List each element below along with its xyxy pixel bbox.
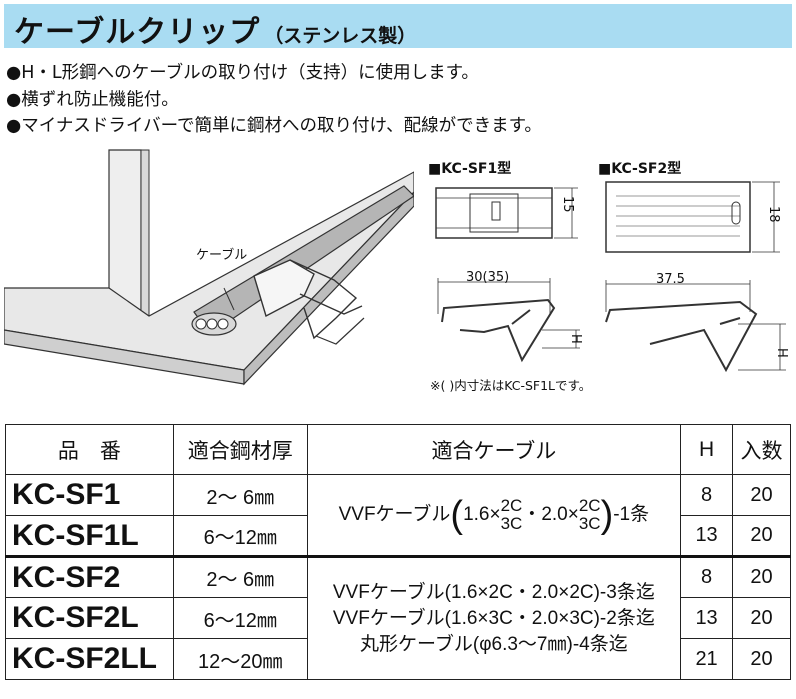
sf1-height-label: 15 — [560, 196, 575, 213]
qty-cell: 20 — [732, 555, 791, 598]
feature-item: ●マイナスドライバーで簡単に鋼材への取り付け、配線ができます。 — [6, 116, 542, 136]
h-cell: 13 — [680, 515, 734, 557]
table-row: KC-SF1L 6～12㎜ 13 20 — [5, 515, 791, 557]
sf1-width-label: 30(35) — [466, 270, 510, 285]
h-cell: 8 — [680, 474, 734, 516]
model-cell: KC-SF2L — [5, 597, 174, 639]
table-row: KC-SF2 2～ 6㎜ VVFケーブル(1.6×2C・2.0×2C)-3条迄 … — [5, 555, 791, 680]
model-cell: KC-SF1 — [5, 474, 174, 516]
h-cell: 13 — [680, 597, 734, 639]
feature-item: ●H・L形鋼へのケーブルの取り付け（支持）に使用します。 — [6, 63, 479, 83]
feature-item: ●横ずれ防止機能付。 — [6, 89, 179, 110]
header-h: H — [680, 424, 734, 475]
sf2-width-label: 37.5 — [656, 272, 685, 287]
header-model: 品 番 — [5, 424, 174, 475]
cable-cell-sf2: VVFケーブル(1.6×2C・2.0×2C)-3条迄 VVFケーブル(1.6×3… — [306, 555, 682, 680]
model-cell: KC-SF2 — [5, 555, 174, 598]
sf2-figure-title: ■KC-SF2型 — [598, 161, 682, 177]
sf2-h-label: H — [774, 348, 789, 358]
qty-cell: 20 — [732, 474, 791, 516]
table-header-row: 品 番 適合鋼材厚 適合ケーブル H 入数 — [5, 424, 791, 475]
spec-table: 品 番 適合鋼材厚 適合ケーブル H 入数 KC-SF1 2～ 6㎜ VVFケー… — [5, 424, 791, 680]
feature-list: ●H・L形鋼へのケーブルの取り付け（支持）に使用します。 ●横ずれ防止機能付。 … — [6, 60, 542, 140]
qty-cell: 20 — [732, 515, 791, 557]
header-thickness: 適合鋼材厚 — [172, 424, 308, 475]
dimension-drawings — [435, 181, 786, 373]
thickness-cell: 6～12㎜ — [172, 597, 308, 639]
sf2-height-label: 18 — [766, 206, 781, 223]
table-row: KC-SF2L 6～12㎜ 13 20 — [5, 597, 791, 639]
page-subtitle: （ステンレス製） — [264, 25, 417, 47]
qty-cell: 20 — [732, 638, 791, 680]
table-row: KC-SF2LL 12～20㎜ 21 20 — [5, 638, 791, 680]
header-cable: 適合ケーブル — [306, 424, 682, 475]
sf1-figure-title: ■KC-SF1型 — [428, 161, 512, 177]
title-bar: ケーブルクリップ （ステンレス製） — [4, 4, 792, 50]
model-cell: KC-SF1L — [5, 515, 174, 557]
thickness-cell: 6～12㎜ — [172, 515, 308, 557]
cable-label: ケーブル — [196, 248, 248, 263]
dimension-note: ※( )内寸法はKC-SF1Lです。 — [430, 378, 592, 393]
qty-cell: 20 — [732, 597, 791, 639]
h-cell: 8 — [680, 555, 734, 598]
thickness-cell: 12～20㎜ — [172, 638, 308, 680]
thickness-cell: 2～ 6㎜ — [172, 474, 308, 516]
header-qty: 入数 — [732, 424, 791, 475]
page-title: ケーブルクリップ — [14, 15, 261, 50]
sf1-h-label: H — [568, 334, 583, 344]
thickness-cell: 2～ 6㎜ — [172, 555, 308, 598]
model-cell: KC-SF2LL — [5, 638, 174, 680]
installation-illustration — [4, 149, 414, 386]
h-cell: 21 — [680, 638, 734, 680]
